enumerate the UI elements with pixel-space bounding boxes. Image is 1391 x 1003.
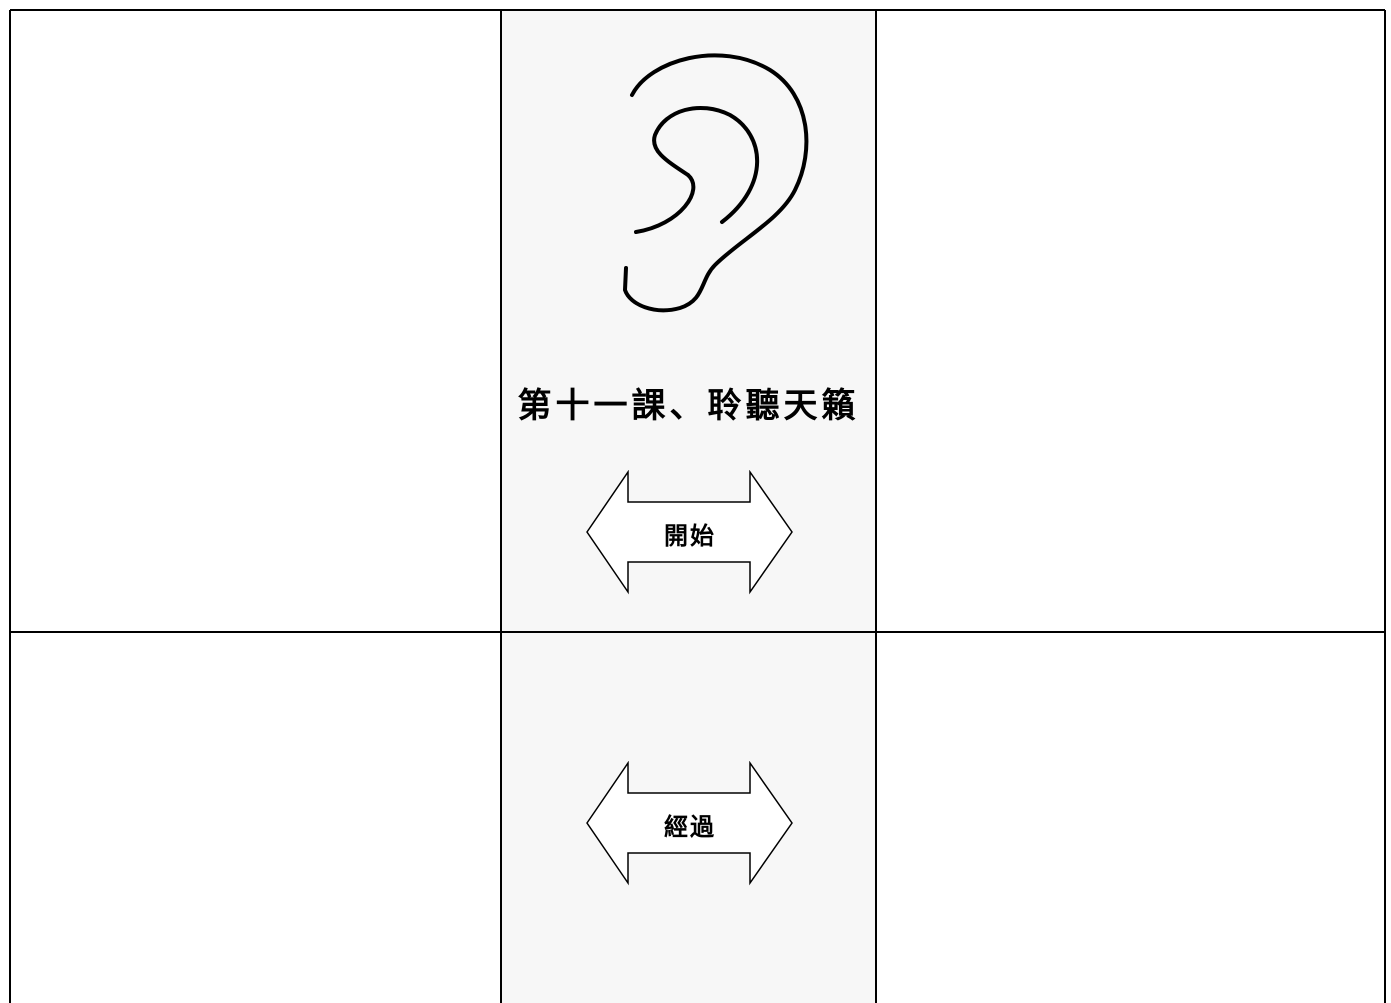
- ear-icon: [623, 53, 809, 313]
- lesson-title: 第十一課、聆聽天籟: [517, 386, 860, 426]
- double-arrow-icon: [586, 761, 793, 886]
- start-arrow: 開始: [585, 470, 795, 595]
- process-arrow: 經過: [585, 761, 795, 886]
- process-arrow-label: 經過: [664, 812, 716, 841]
- start-arrow-label: 開始: [664, 521, 716, 550]
- double-arrow-icon: [586, 470, 793, 595]
